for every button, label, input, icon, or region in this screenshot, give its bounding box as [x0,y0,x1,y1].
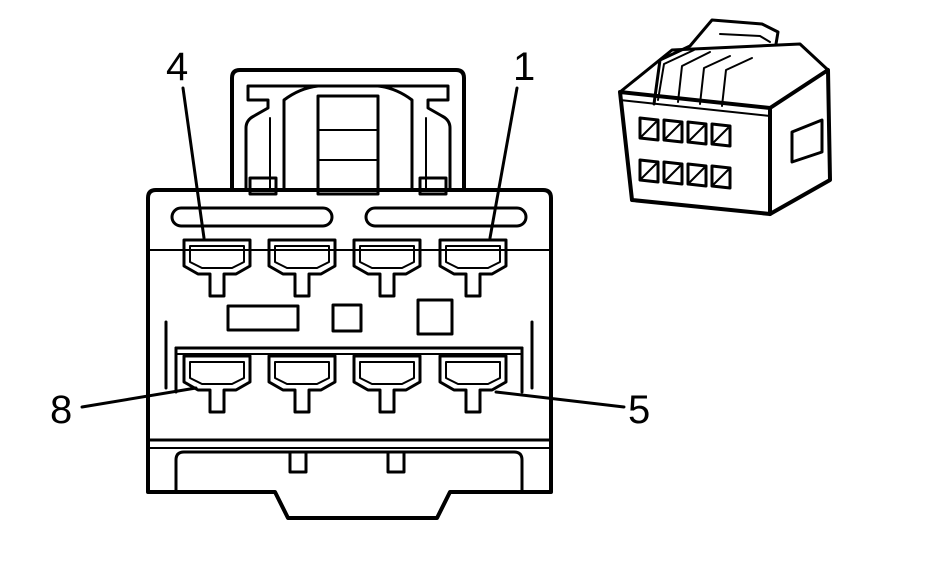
cavity-pin-8 [182,354,252,414]
cavity-pin-6 [352,354,422,414]
cavity-pin-5 [438,354,508,414]
iso-bottom-cavities [638,158,732,190]
connector-body-outline [146,188,553,520]
bottom-tab-left [288,450,308,474]
cavity-pin-1 [438,238,508,298]
connector-face-view [146,68,553,520]
lower-rail [164,320,534,394]
cavity-pin-2 [352,238,422,298]
leader-lines [80,86,626,409]
pin-label-1: 1 [513,45,535,89]
bottom-tab-right [386,450,406,474]
pin-label-5: 5 [628,388,650,432]
bottom-cavity-row [182,354,508,414]
top-cavity-row [182,238,508,298]
upper-slot-left [170,206,334,228]
leader-line-1 [488,86,519,240]
bottom-key [174,450,524,494]
cavity-pin-4 [182,238,252,298]
connector-isometric-view [618,18,832,216]
cavity-pin-3 [267,238,337,298]
iso-top-cavities [638,116,732,148]
middle-rect-left [226,304,300,332]
cavity-pin-7 [267,354,337,414]
leader-line-5 [494,390,626,409]
pin-label-8: 8 [50,388,72,432]
leader-line-4 [181,86,206,240]
leader-line-8 [80,386,198,409]
middle-square-center [331,303,363,333]
pin-label-4: 4 [166,45,188,89]
upper-slot-right [364,206,528,228]
locking-latch [230,68,466,196]
middle-square-right [416,298,454,336]
